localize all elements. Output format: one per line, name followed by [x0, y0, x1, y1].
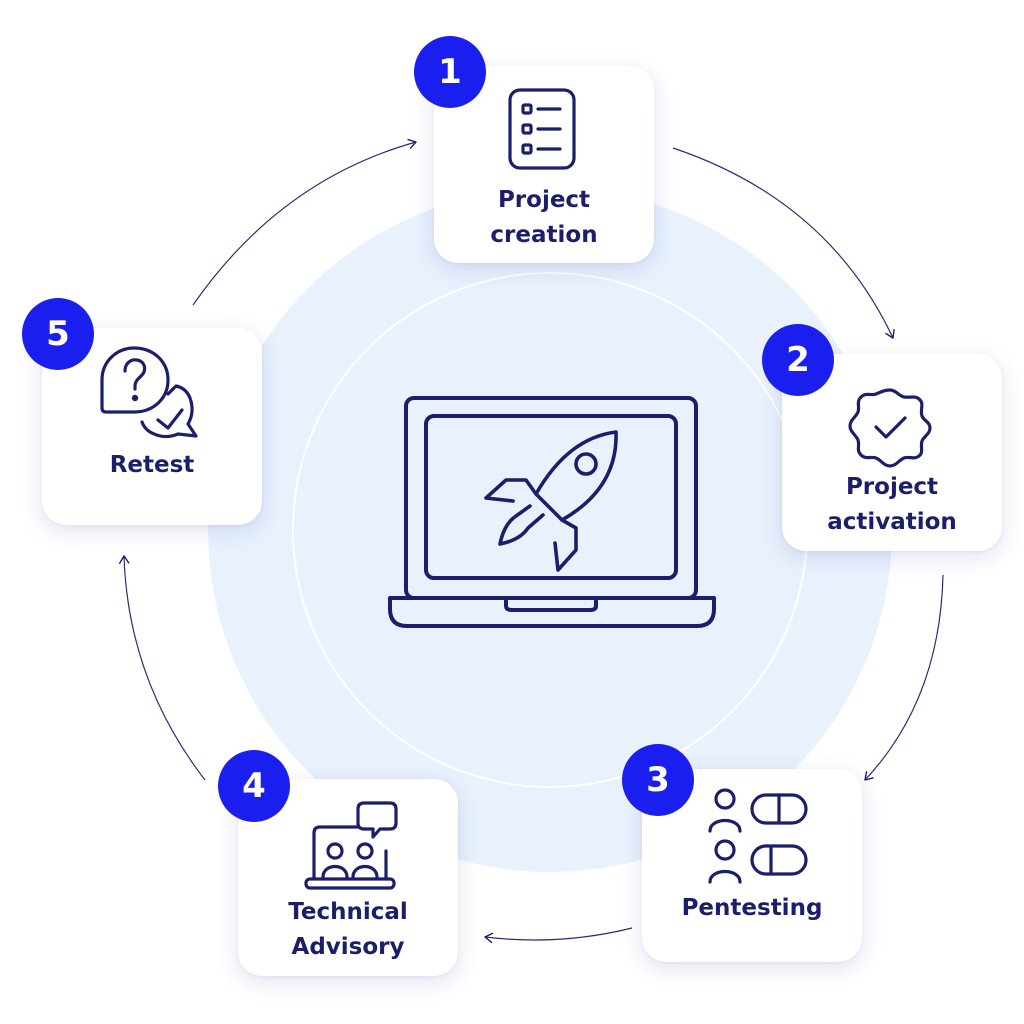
step-1-label: Project creation — [490, 187, 598, 248]
arrow-3-to-4 — [484, 927, 633, 944]
question-check-bubbles-icon — [98, 344, 202, 444]
arrow-1-to-2 — [672, 147, 895, 339]
step-1-badge: 1 — [414, 36, 486, 108]
step-1-card: Project creation — [434, 66, 654, 263]
step-3-label: Pentesting — [681, 895, 823, 921]
checklist-icon — [506, 86, 578, 172]
arrow-5-to-1 — [192, 138, 417, 306]
step-3-badge: 3 — [622, 744, 694, 816]
video-call-chat-icon — [304, 799, 398, 893]
step-5-label: Retest — [109, 452, 195, 478]
step-4-card: Technical Advisory — [238, 779, 458, 976]
step-5-badge: 5 — [22, 298, 94, 370]
users-toggles-icon — [708, 787, 810, 887]
arrow-4-to-5 — [119, 555, 206, 781]
step-4-badge: 4 — [218, 750, 290, 822]
step-2-badge: 2 — [762, 324, 834, 396]
laptop-rocket-icon — [386, 394, 718, 630]
step-2-label: Project activation — [827, 474, 957, 535]
step-4-label: Technical Advisory — [288, 899, 408, 960]
arrow-2-to-3 — [864, 574, 944, 781]
verified-badge-icon — [846, 382, 934, 470]
